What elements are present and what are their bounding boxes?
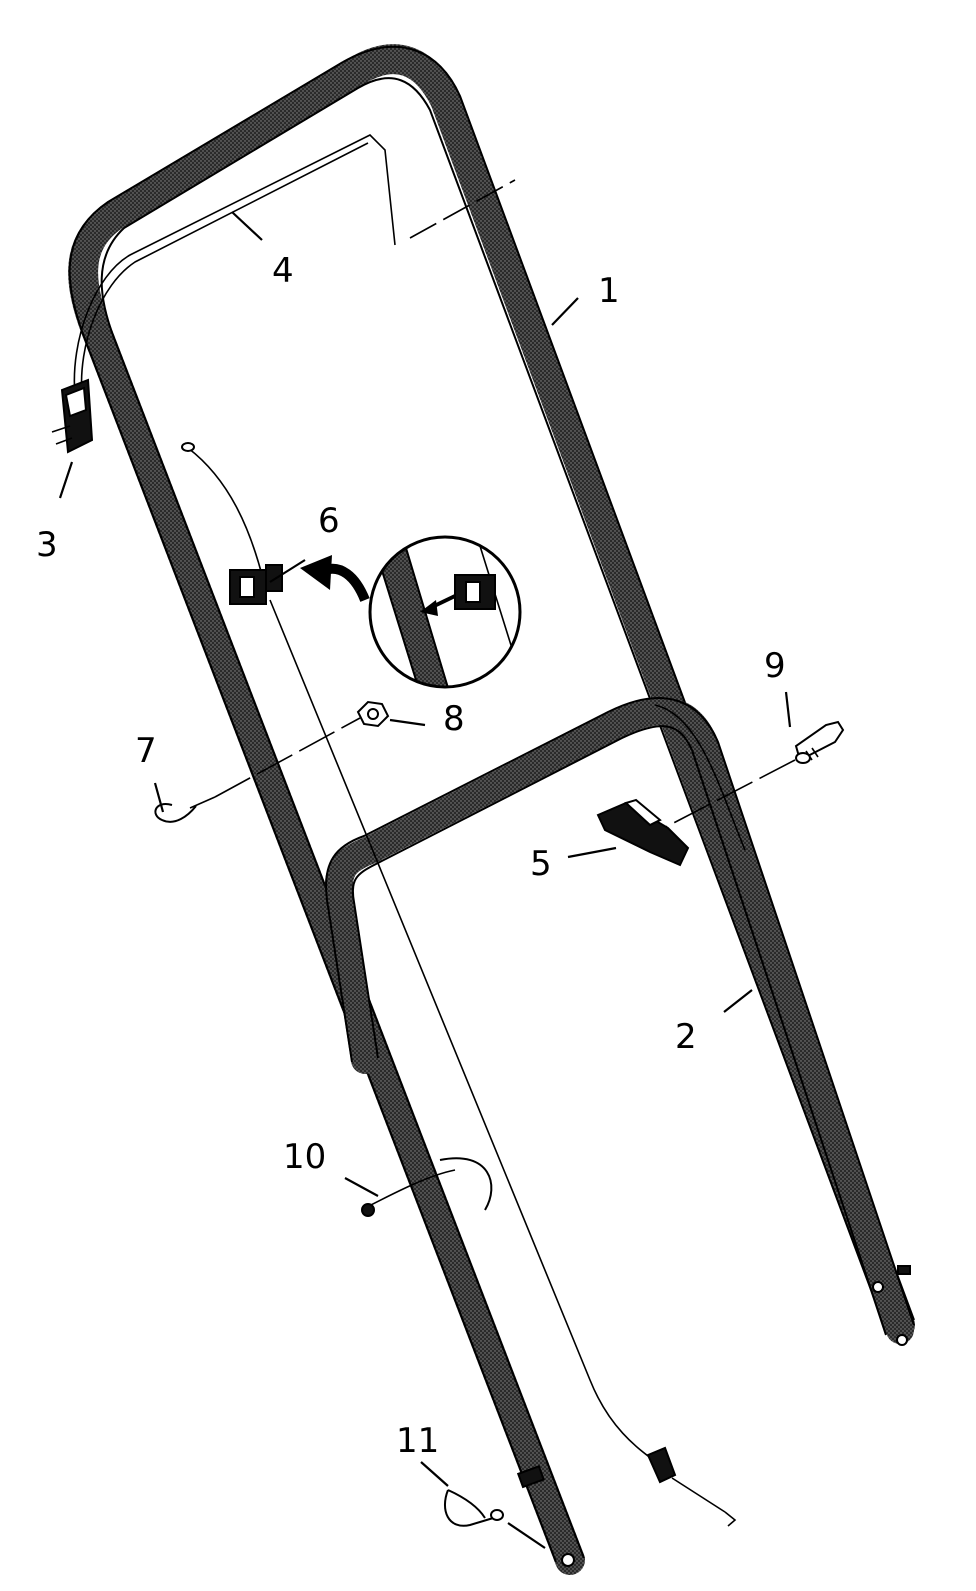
eye-bolt [154, 796, 216, 823]
leader-lines [58, 211, 792, 1487]
callout-6: 6 [318, 501, 340, 541]
callout-9: 9 [764, 646, 786, 686]
callout-3: 3 [36, 525, 58, 565]
callout-11: 11 [396, 1421, 439, 1461]
control-cable [181, 442, 737, 1527]
carriage-bolt [794, 720, 845, 764]
callout-labels: 1 2 3 4 5 6 7 8 9 10 11 [36, 251, 786, 1461]
callout-2: 2 [675, 1017, 697, 1057]
callout-1: 1 [598, 271, 620, 311]
callout-4: 4 [272, 251, 294, 291]
curved-arrow-icon [300, 555, 370, 603]
cable-clip [229, 564, 283, 605]
callout-5: 5 [530, 844, 552, 884]
lower-handle [324, 697, 915, 1344]
bail-wire [73, 134, 516, 396]
handle-knob [596, 798, 690, 867]
callout-7: 7 [135, 731, 157, 771]
control-bail [51, 378, 94, 454]
callout-10: 10 [283, 1137, 326, 1177]
callout-8: 8 [443, 699, 465, 739]
hex-nut [356, 700, 390, 728]
detail-inset [368, 535, 522, 689]
lower-hardware [507, 1265, 911, 1567]
hair-pin-clip [444, 1489, 504, 1527]
cable-tie [361, 1157, 493, 1217]
